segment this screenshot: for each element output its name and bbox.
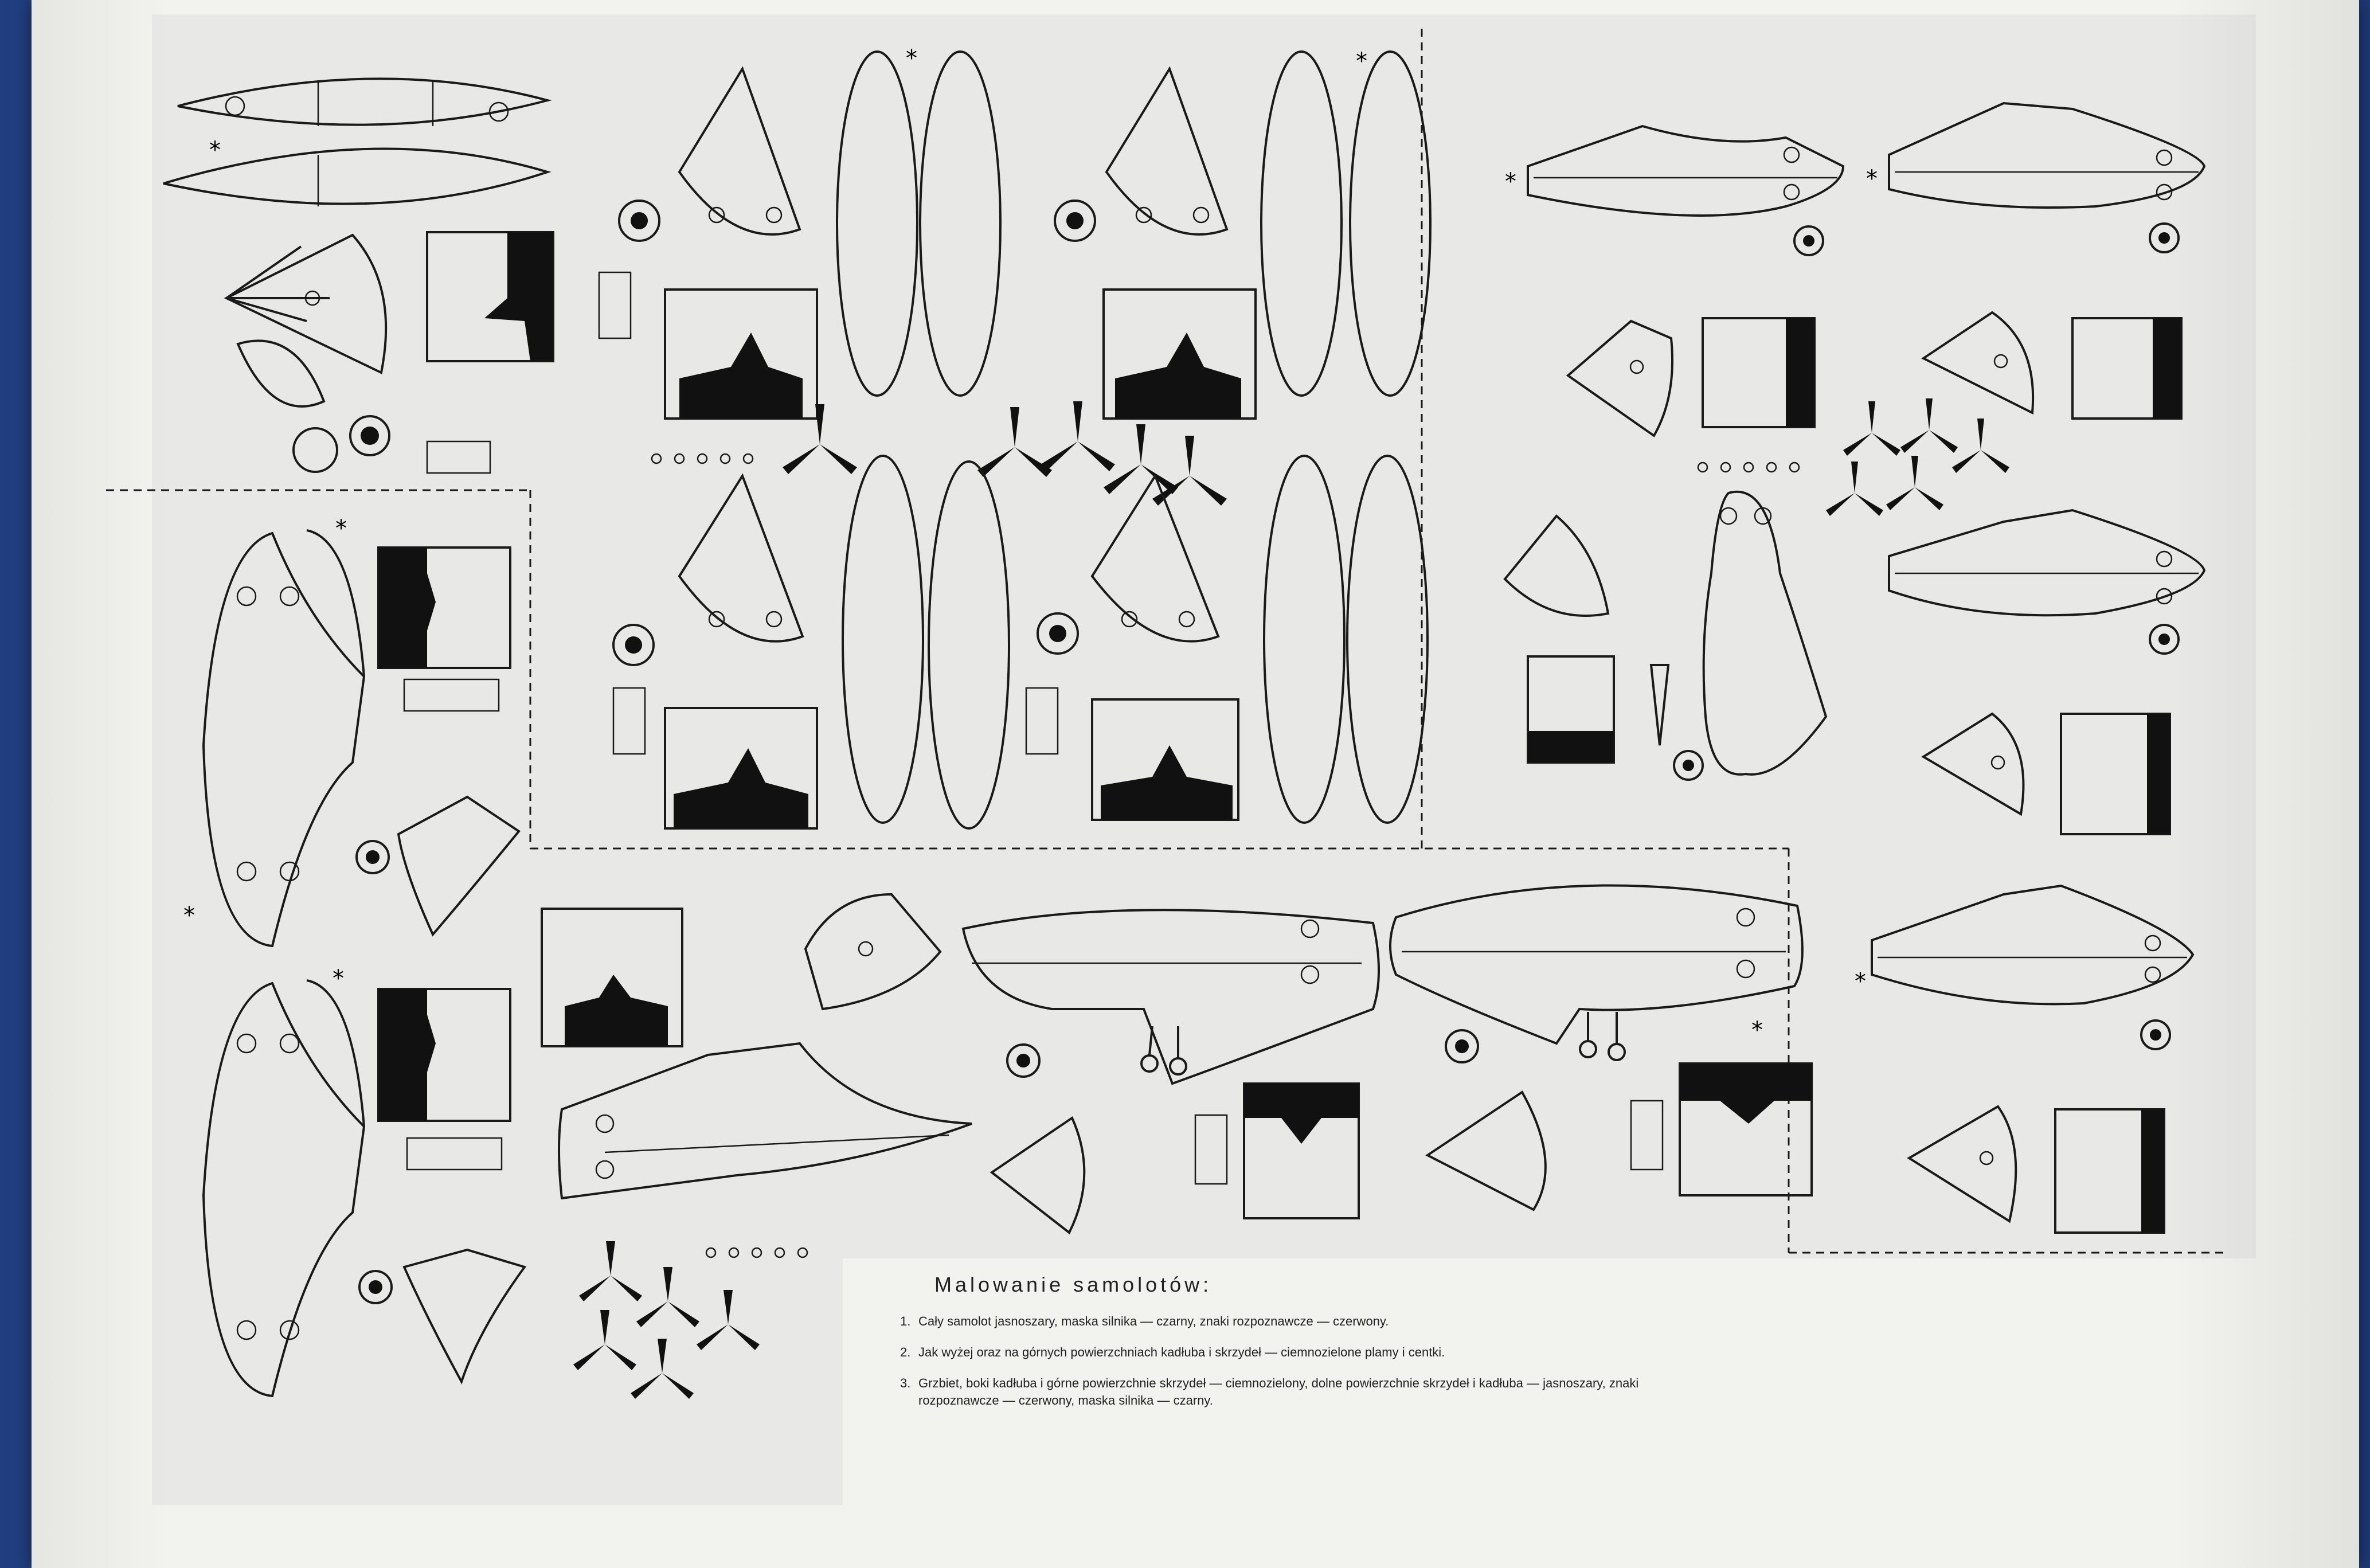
part-set-c2 (1025, 455, 1429, 824)
rivet-dot-row (705, 1247, 808, 1258)
cockpit-box-lower (541, 908, 683, 1047)
cowling-fan-lower-2 (990, 1082, 1360, 1235)
asterisk-icon: * (333, 965, 344, 992)
radial-engine-icon (355, 840, 390, 874)
rivet-dot-row (1697, 462, 1800, 473)
asterisk-icon: * (209, 137, 221, 163)
three-blade-propeller-icon (1952, 419, 2009, 473)
wing-lower-center (961, 909, 1380, 1085)
part-set-b1 (598, 50, 1002, 420)
part-set-right-bottom (1871, 884, 2195, 1234)
three-blade-propeller-icon (631, 1339, 694, 1399)
three-blade-propeller-icon (697, 1290, 760, 1350)
radial-engine-icon (1037, 612, 1079, 655)
radial-engine-icon (1793, 225, 1824, 256)
painting-notes-panel (843, 1258, 2256, 1505)
asterisk-icon: * (1855, 968, 1866, 995)
cowling-fan-lower-1 (804, 893, 942, 1011)
radiator-grille (598, 271, 632, 339)
radiator-grille (1025, 687, 1059, 755)
spinner-disc (292, 427, 338, 473)
three-blade-propeller-icon (579, 1241, 642, 1301)
paper-sheet: * * * * * * * * * * (32, 0, 2359, 1568)
radiator-grille (406, 1137, 503, 1171)
asterisk-icon: * (1505, 169, 1516, 195)
asterisk-icon: * (335, 515, 347, 542)
part-set-b2 (1054, 50, 1432, 420)
radiator-grille (403, 678, 500, 712)
part-set-c1 (612, 455, 1010, 830)
radial-engine-hub (361, 427, 379, 445)
landing-gear-icon (1579, 1012, 1626, 1061)
radiator-grille (612, 687, 646, 755)
radial-engine-icon (1006, 1043, 1041, 1078)
radial-engine-icon (1673, 750, 1704, 781)
three-blade-propeller-icon (1152, 436, 1227, 506)
painting-notes-list: 1. Cały samolot jasnoszary, maska silnik… (900, 1313, 1714, 1423)
asterisk-icon: * (183, 902, 195, 929)
three-blade-propeller-icon (977, 407, 1052, 477)
radiator-grille (426, 440, 491, 474)
three-blade-propeller-icon (1826, 462, 1883, 516)
radial-engine-icon (1445, 1029, 1479, 1063)
wing-fan-panel-1 (224, 233, 388, 374)
radial-engine-icon (1054, 200, 1096, 242)
painting-notes-heading: Malowanie samolotów: (934, 1273, 1213, 1296)
asterisk-icon: * (906, 45, 917, 72)
radiator-grille (1630, 1100, 1664, 1171)
cowling-fan-lower-3 (1425, 1062, 1813, 1211)
part-set-right-middle-2 (1888, 509, 2206, 835)
wing-lower-left (558, 1042, 972, 1200)
radial-engine-icon (358, 1270, 393, 1304)
three-blade-propeller-icon (636, 1267, 699, 1327)
part-set-right-top-2 (1888, 101, 2206, 420)
radial-engine-icon (2149, 222, 2180, 253)
cutout-print-area (152, 14, 2256, 1505)
paper-model-parts-sheet: * * * * * * * * * * (106, 29, 2227, 1399)
rivet-dot-row (651, 453, 754, 464)
list-item-number: 3. (900, 1376, 911, 1390)
list-item-text: Jak wyżej oraz na górnych powierzchniach… (918, 1345, 1445, 1359)
list-item-number: 1. (900, 1314, 911, 1328)
list-item: 1. Cały samolot jasnoszary, maska silnik… (900, 1313, 1714, 1330)
asterisk-icon: * (1751, 1017, 1763, 1043)
list-item: 2. Jak wyżej oraz na górnych powierzchni… (900, 1344, 1714, 1361)
tail-piece (236, 339, 326, 408)
three-blade-propeller-icon (1104, 424, 1178, 494)
part-set-right-middle (1503, 490, 1828, 781)
radiator-grille (1194, 1114, 1228, 1185)
fuselage-halves-top (163, 77, 552, 206)
part-set-right-top (1527, 124, 1845, 437)
list-item-number: 2. (900, 1345, 911, 1359)
list-item: 3. Grzbiet, boki kadłuba i górne powierz… (900, 1375, 1714, 1409)
wing-set-left-2 (202, 979, 527, 1398)
cockpit-box-1 (426, 231, 554, 362)
list-item-text: Cały samolot jasnoszary, maska silnika —… (918, 1314, 1389, 1328)
three-blade-propeller-icon (783, 404, 857, 474)
three-blade-propeller-icon (1886, 456, 1943, 510)
three-blade-propeller-icon (1041, 401, 1115, 471)
three-blade-propeller-icon (1843, 401, 1900, 456)
radial-engine-icon (2140, 1019, 2171, 1050)
radial-engine-icon (618, 200, 660, 242)
landing-gear-icon (1140, 1026, 1187, 1076)
wing-lower-right (1389, 884, 1804, 1063)
three-blade-propeller-icon (1900, 398, 1958, 453)
asterisk-icon: * (1356, 48, 1367, 75)
radial-engine-icon (349, 415, 390, 456)
three-blade-propeller-icon (573, 1310, 636, 1370)
radial-engine-icon (2149, 624, 2180, 655)
radial-engine-icon (612, 624, 655, 666)
asterisk-icon: * (1866, 166, 1878, 192)
wing-set-left-1 (202, 529, 521, 948)
list-item-text: Grzbiet, boki kadłuba i górne powierzchn… (918, 1376, 1639, 1407)
